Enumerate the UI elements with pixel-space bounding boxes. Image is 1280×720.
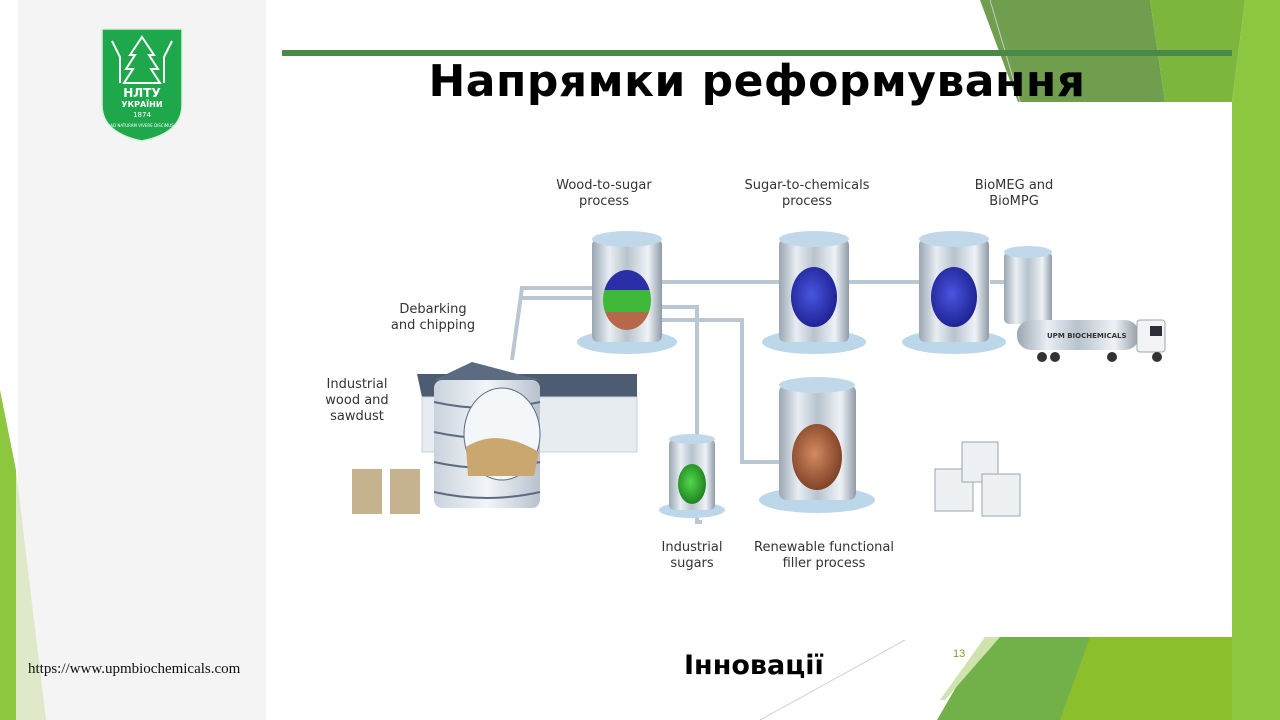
wood-silo [433, 362, 541, 508]
footer-title: Інновації [684, 650, 824, 681]
label-wood-to-sugar: Wood-to-sugar process [556, 178, 652, 209]
label-industrial-sugars: Industrial sugars [661, 540, 723, 571]
slide-number: 13 [953, 648, 966, 660]
label-renewable-filler: Renewable functional filler process [754, 540, 894, 571]
bottom-right-pale-shape [940, 637, 1000, 700]
logo-text-year: 1874 [133, 111, 151, 119]
truck-brand-text: UPM BIOCHEMICALS [1047, 332, 1127, 340]
label-biomeg: BioMEG and BioMPG [974, 178, 1054, 209]
left-green-shape [0, 390, 16, 720]
bottom-right-lime-shape [1060, 637, 1232, 720]
label-debarking: Debarking and chipping [390, 302, 476, 333]
diagram-graphics: UPM BIOCHEMICALS [352, 231, 1166, 524]
logo-text-ukrainy: УКРАЇНИ [121, 99, 162, 109]
tank-renewable-filler [759, 377, 875, 513]
bulk-bags [934, 441, 1021, 517]
process-diagram: UPM BIOCHEMICALS Wood-to-sugar process S [282, 102, 1232, 637]
logo-text-natu: НЛТУ [123, 86, 160, 100]
tank-industrial-sugars [659, 434, 725, 518]
source-url[interactable]: https://www.upmbiochemicals.com [28, 661, 241, 677]
tank-biomeg [902, 231, 1006, 354]
tanker-truck: UPM BIOCHEMICALS [1017, 319, 1166, 362]
right-green-strip [1232, 0, 1280, 720]
label-sugar-to-chemicals: Sugar-to-chemicals process [744, 178, 870, 209]
tank-wood-to-sugar [577, 231, 677, 354]
label-industrial-wood: Industrial wood and sawdust [325, 377, 389, 424]
logo-text-motto: AD NATURAM VIVERE DISCIMUS [110, 123, 174, 128]
university-logo: НЛТУ УКРАЇНИ 1874 AD NATURAM VIVERE DISC… [101, 28, 183, 142]
slide-title: Напрямки реформування [428, 56, 1086, 107]
log-stacks [352, 469, 420, 514]
divider-line [759, 639, 906, 720]
left-pale-shape [16, 470, 46, 720]
title-bar [282, 50, 1232, 56]
tank-sugar-to-chemicals [762, 231, 866, 354]
pipes [510, 280, 1007, 524]
tank-small-storage [1004, 246, 1052, 324]
